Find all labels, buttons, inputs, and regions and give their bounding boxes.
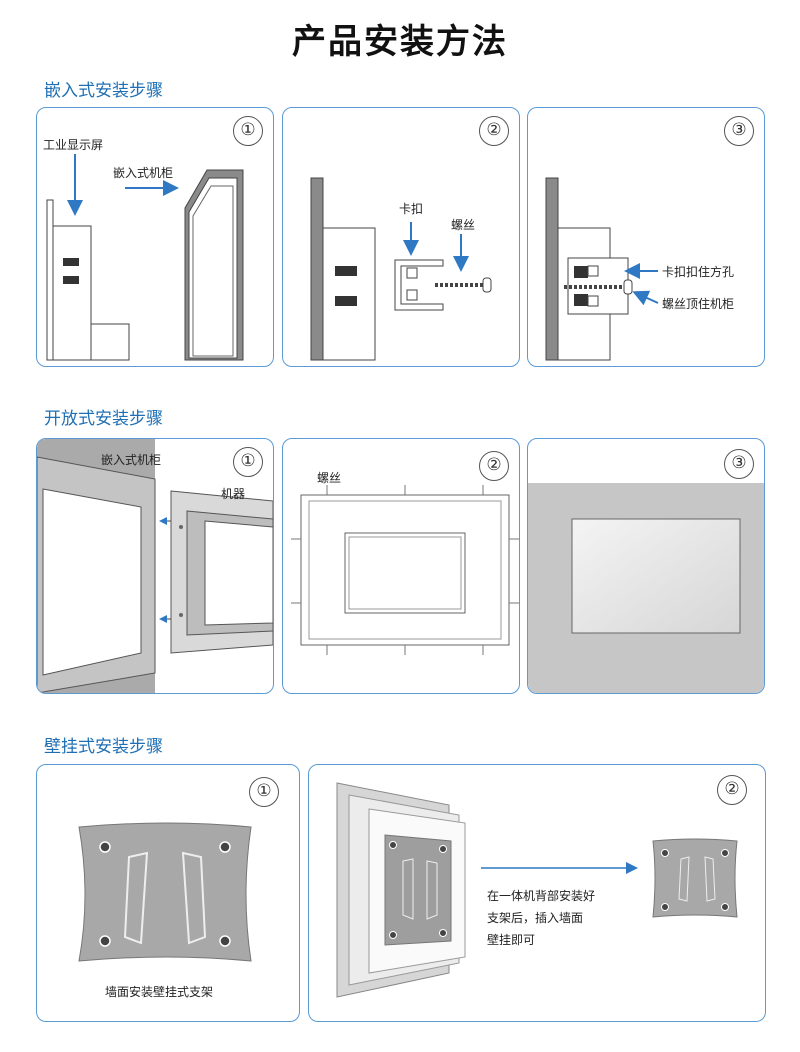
clip-label: 卡扣	[399, 202, 424, 216]
section-title-embedded: 嵌入式安装步骤	[44, 81, 163, 101]
wall-step-2-illustration	[336, 782, 738, 998]
instruction-line-2: 支架后，插入墙面	[487, 911, 584, 925]
step-number: ③	[724, 116, 754, 146]
step-number: ①	[249, 777, 279, 807]
section-title-wall: 壁挂式安装步骤	[44, 737, 163, 757]
open-step-1-panel: ① 嵌入式机柜 机器	[36, 438, 274, 694]
step-number: ①	[233, 116, 263, 146]
wall-step-2-panel: ② 在一体机背部安装好 支架后，插入墙面 壁挂即可	[308, 764, 766, 1022]
step-number: ①	[233, 447, 263, 477]
clip-hole-label: 卡扣扣住方孔	[662, 265, 735, 279]
screw-label: 螺丝	[317, 471, 342, 485]
embedded-step-2-illustration	[310, 177, 492, 361]
open-step-2-panel: ② 螺丝	[282, 438, 520, 694]
bracket-label: 墙面安装壁挂式支架	[105, 985, 214, 999]
instruction-line-3: 壁挂即可	[487, 933, 536, 947]
embedded-step-3-illustration	[545, 177, 659, 361]
screw-cabinet-label: 螺丝顶住机柜	[662, 297, 735, 311]
screw-label: 螺丝	[451, 218, 476, 232]
open-step-2-illustration	[291, 485, 519, 655]
wall-step-1-panel: ① 墙面安装壁挂式支架	[36, 764, 300, 1022]
bracket-illustration	[78, 822, 252, 962]
instruction-line-1: 在一体机背部安装好	[487, 889, 596, 903]
embedded-step-3-panel: ③ 卡扣扣住方孔 螺丝顶住机柜	[527, 107, 765, 367]
embedded-cabinet-label: 嵌入式机柜	[113, 166, 174, 180]
embedded-cabinet-label: 嵌入式机柜	[101, 453, 162, 467]
step-number: ③	[724, 449, 754, 479]
embedded-step-1-panel: ① 工业显示屏 嵌入式机柜	[36, 107, 274, 367]
open-step-3-illustration	[528, 483, 764, 693]
industrial-display-label: 工业显示屏	[43, 138, 104, 152]
open-step-3-panel: ③	[527, 438, 765, 694]
machine-label: 机器	[221, 487, 246, 501]
step-number: ②	[717, 775, 747, 805]
open-step-1-illustration	[37, 439, 273, 693]
embedded-step-1-illustration	[46, 154, 244, 361]
step-number: ②	[479, 451, 509, 481]
step-number: ②	[479, 116, 509, 146]
section-title-open: 开放式安装步骤	[44, 409, 163, 429]
page-title: 产品安装方法	[292, 22, 508, 62]
embedded-step-2-panel: ② 卡扣 螺丝	[282, 107, 520, 367]
